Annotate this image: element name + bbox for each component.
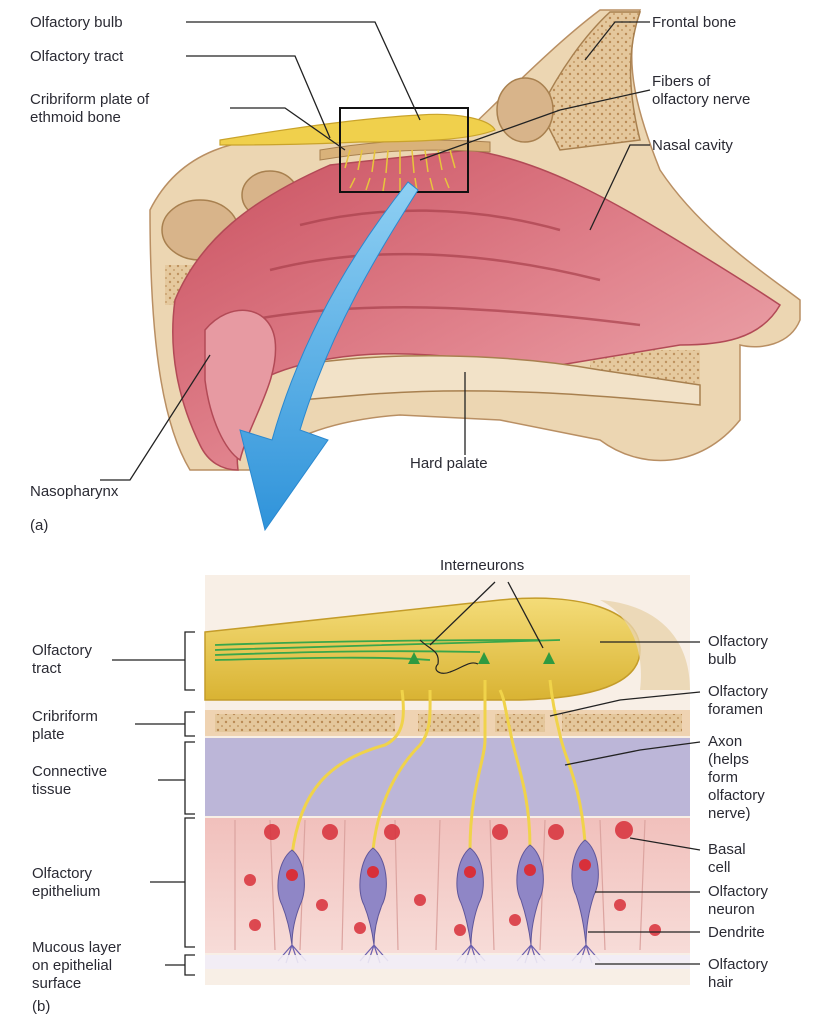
label-hair-line2: hair [708,974,733,991]
label-foramen-line1: Olfactory [708,683,769,700]
label-olfactory-tract: Olfactory tract [30,48,124,65]
label-fibers-line2: olfactory nerve [652,91,750,108]
bracket-epithelium [185,818,195,947]
label-axon-line3: form [708,769,738,786]
label-mucous-line3: surface [32,975,81,992]
label-basal-line1: Basal [708,841,746,858]
cribriform-segment-4 [562,714,682,732]
cribriform-segment-3 [495,714,545,732]
label-mucous-line1: Mucous layer [32,939,121,956]
panel-b-illustration [205,575,690,985]
label-connective-line2: tissue [32,781,71,798]
label-hard-palate: Hard palate [410,455,488,472]
label-axon-line5: nerve) [708,805,751,822]
label-epithelium-line1: Olfactory [32,865,93,882]
label-neuron-line2: neuron [708,901,755,918]
label-tract-line2: tract [32,660,62,677]
mucous-layer [205,955,690,969]
label-neuron-line1: Olfactory [708,883,769,900]
cribriform-segment-1 [215,714,395,732]
connective-tissue-band [205,738,690,816]
label-nasopharynx: Nasopharynx [30,483,119,500]
label-cribriform-plate-line2: ethmoid bone [30,109,121,126]
label-cribriform-plate-line1: Cribriform plate of [30,91,150,108]
label-interneurons: Interneurons [440,557,524,574]
leader-olfactory-tract [186,56,330,138]
label-mucous-line2: on epithelial [32,957,112,974]
label-basal-line2: cell [708,859,731,876]
frontal-sinus [497,78,553,142]
label-connective-line1: Connective [32,763,107,780]
label-dendrite: Dendrite [708,924,765,941]
label-cribriform-b-line1: Cribriform [32,708,98,725]
frontal-bone [540,12,640,150]
label-axon-line2: (helps [708,751,749,768]
label-fibers-line1: Fibers of [652,73,711,90]
label-axon-line4: olfactory [708,787,765,804]
bracket-olfactory-tract [185,632,195,690]
panel-a-label: (a) [30,517,48,534]
label-axon-line1: Axon [708,733,742,750]
bracket-mucous [185,955,195,975]
label-olfactory-bulb: Olfactory bulb [30,14,123,31]
label-nasal-cavity: Nasal cavity [652,137,733,154]
label-cribriform-b-line2: plate [32,726,65,743]
bracket-connective [185,742,195,814]
panel-b-label: (b) [32,998,50,1015]
label-foramen-line2: foramen [708,701,763,718]
bracket-cribriform [185,712,195,736]
label-tract-line1: Olfactory [32,642,93,659]
label-frontal-bone: Frontal bone [652,14,736,31]
label-bulb-line2: bulb [708,651,736,668]
label-hair-line1: Olfactory [708,956,769,973]
label-epithelium-line2: epithelium [32,883,100,900]
label-bulb-line1: Olfactory [708,633,769,650]
leader-olfactory-bulb [186,22,420,120]
